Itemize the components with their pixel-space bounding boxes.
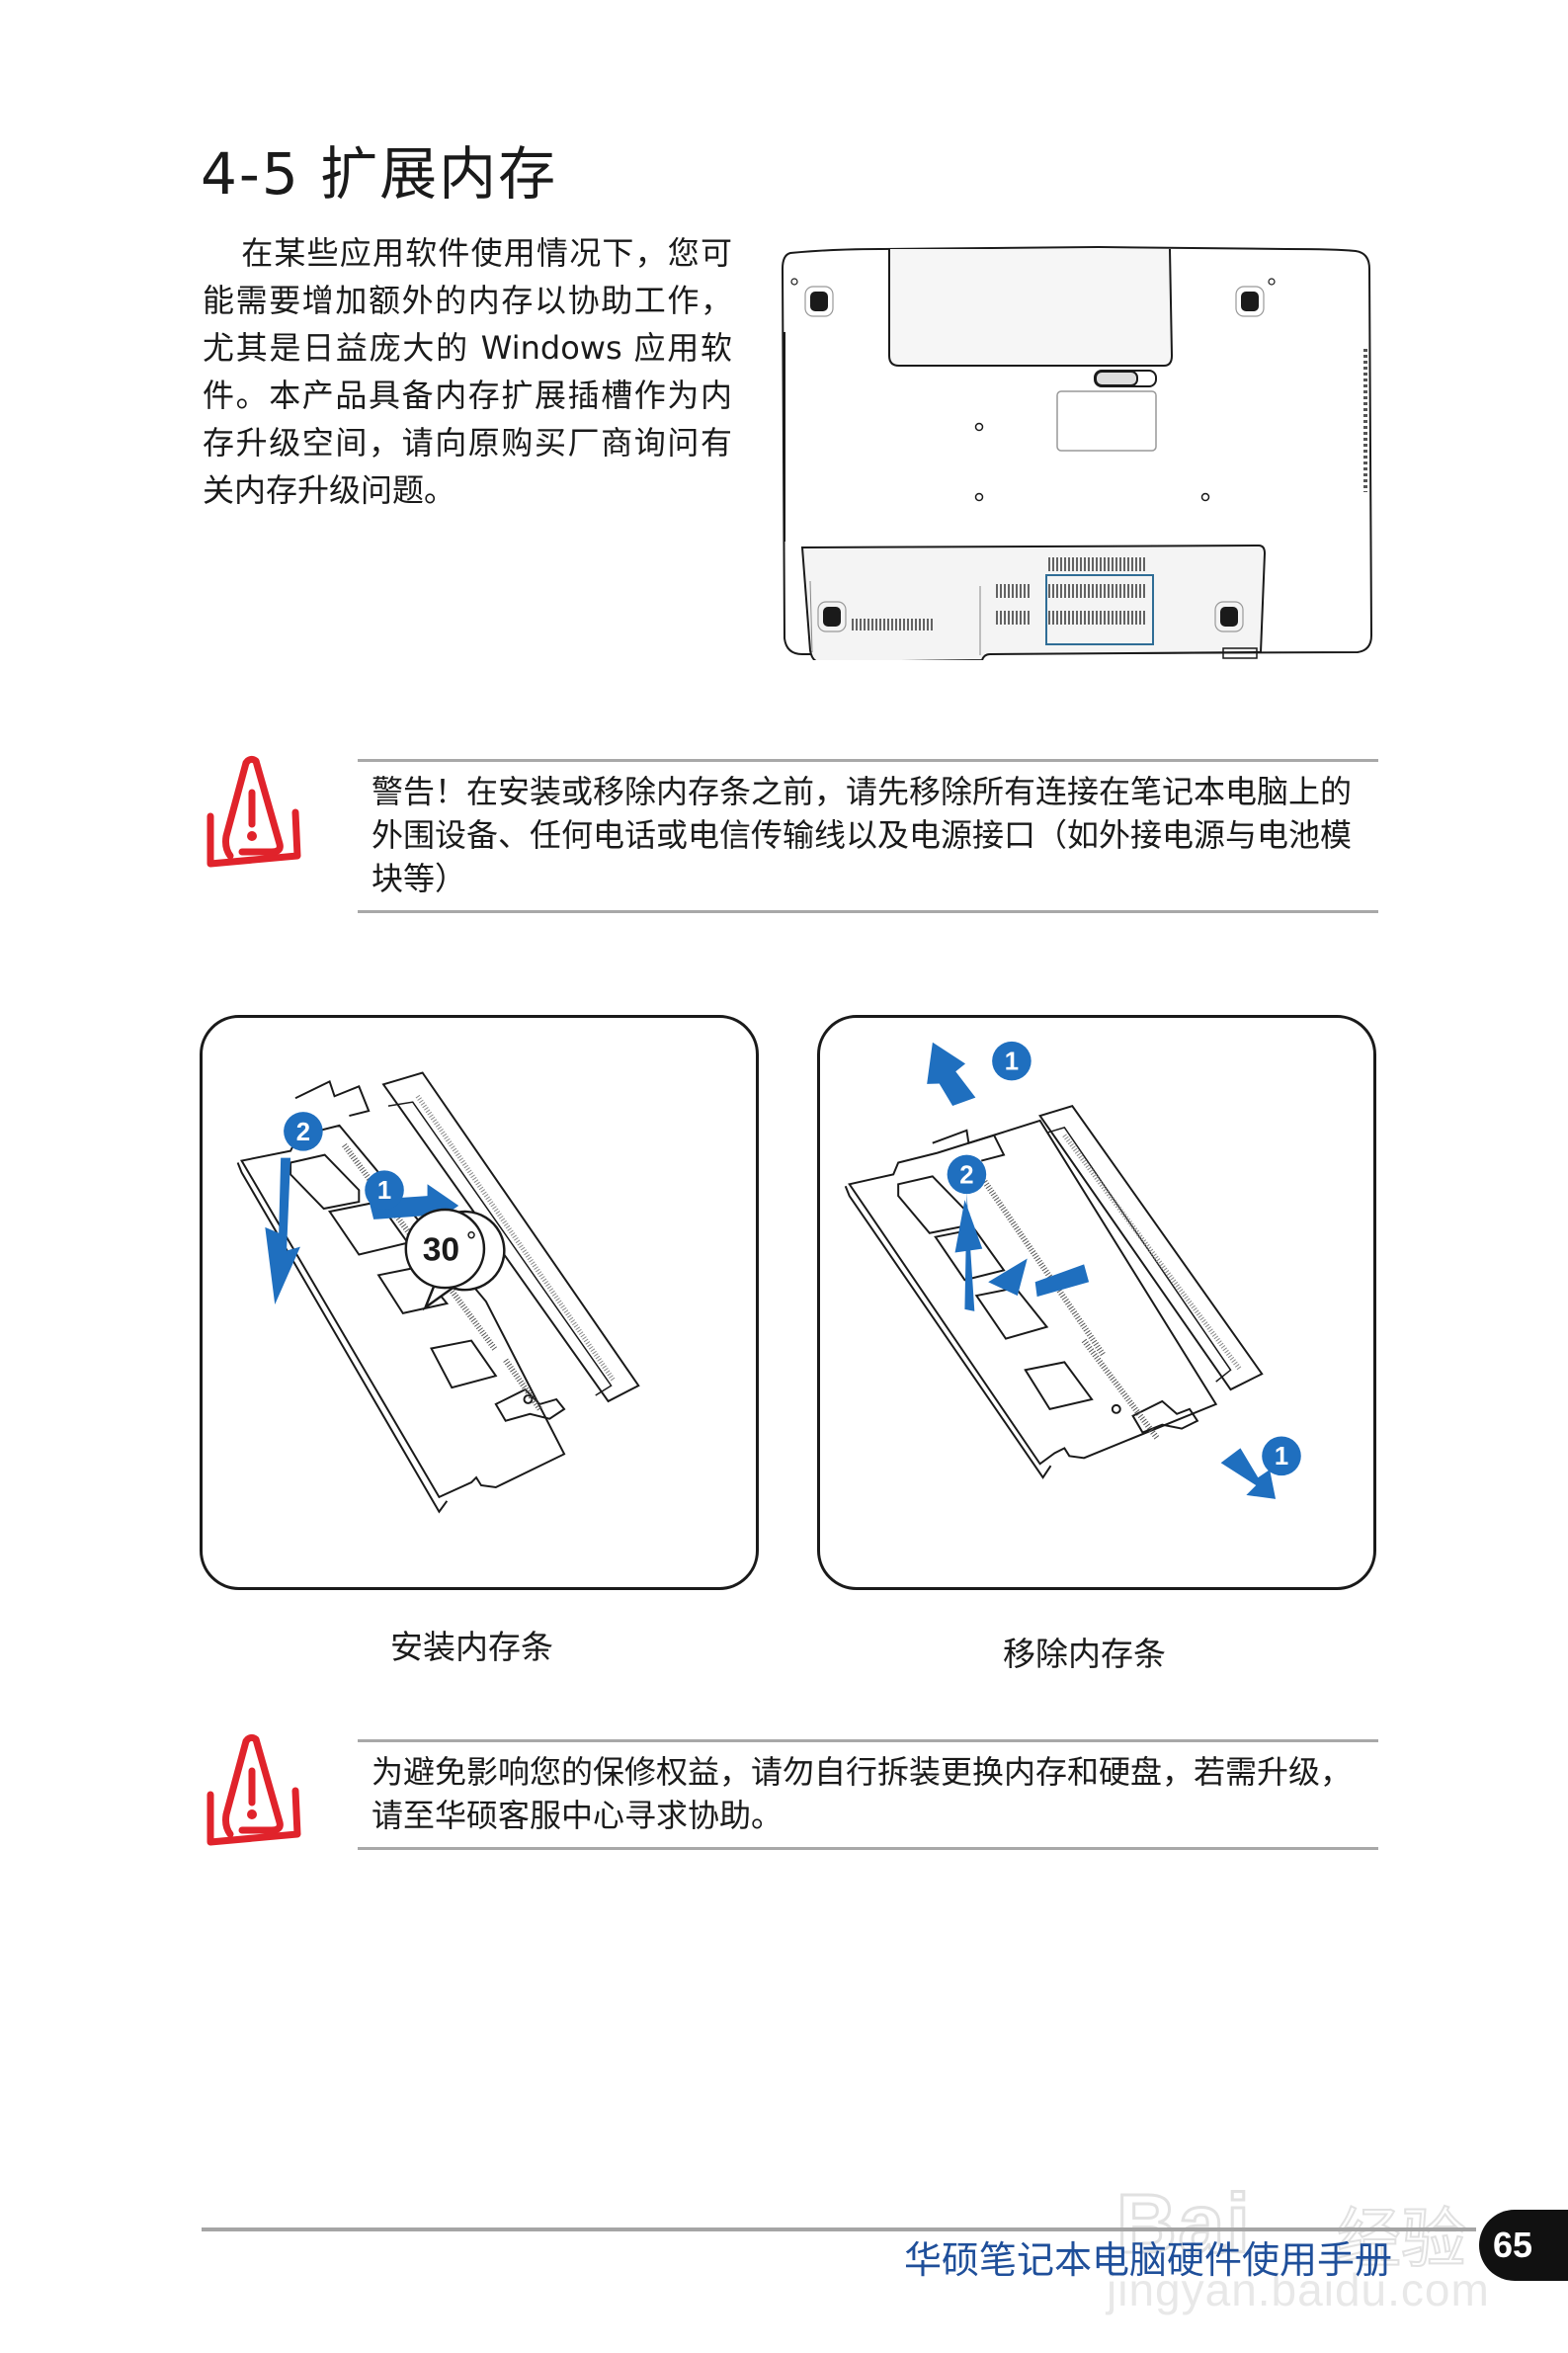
warranty-notice: 为避免影响您的保修权益，请勿自行拆装更换内存和硬盘，若需升级，请至华硕客服中心寻…	[203, 1727, 1378, 1856]
laptop-bottom-illustration	[773, 245, 1377, 664]
remove-caption: 移除内存条	[1003, 1635, 1166, 1673]
step-2-badge: 2	[296, 1119, 310, 1146]
warranty-notice-body: 为避免影响您的保修权益，请勿自行拆装更换内存和硬盘，若需升级，请至华硕客服中心寻…	[358, 1739, 1378, 1850]
warning-cone-icon	[203, 1731, 305, 1854]
page-number: 65	[1479, 2210, 1568, 2281]
memory-compartment-highlight	[1045, 574, 1154, 645]
footer-manual-title: 华硕笔记本电脑硬件使用手册	[904, 2238, 1393, 2282]
warning-cone-icon	[203, 753, 305, 876]
warning-notice-text: 警告！在安装或移除内存条之前，请先移除所有连接在笔记本电脑上的外围设备、任何电话…	[371, 773, 1353, 897]
warranty-notice-text: 为避免影响您的保修权益，请勿自行拆装更换内存和硬盘，若需升级，请至华硕客服中心寻…	[371, 1753, 1353, 1834]
section-title: 4-5 扩展内存	[201, 140, 558, 208]
angle-label: 30	[423, 1231, 459, 1268]
step-1-badge-top: 1	[1005, 1049, 1019, 1076]
intro-text: 在某些应用软件使用情况下，您可能需要增加额外的内存以协助工作，尤其是日益庞大的 …	[203, 234, 732, 509]
install-memory-figure: 2 1 30	[200, 1015, 759, 1590]
step-2-badge: 2	[959, 1161, 973, 1189]
laptop-bottom-view-icon	[781, 245, 1373, 664]
warning-notice: 警告！在安装或移除内存条之前，请先移除所有连接在笔记本电脑上的外围设备、任何电话…	[203, 749, 1378, 917]
warning-notice-body: 警告！在安装或移除内存条之前，请先移除所有连接在笔记本电脑上的外围设备、任何电话…	[358, 759, 1378, 913]
remove-memory-figure: 1 2 1	[817, 1015, 1376, 1590]
footer-divider	[202, 2227, 1476, 2231]
intro-paragraph: 在某些应用软件使用情况下，您可能需要增加额外的内存以协助工作，尤其是日益庞大的 …	[203, 229, 732, 514]
remove-memory-illustration: 1 2 1	[844, 1041, 1301, 1499]
step-1-badge-bottom: 1	[1275, 1443, 1288, 1471]
step-1-badge: 1	[377, 1177, 391, 1205]
install-caption: 安装内存条	[390, 1628, 553, 1666]
install-memory-illustration: 2 1 30	[236, 1071, 640, 1514]
